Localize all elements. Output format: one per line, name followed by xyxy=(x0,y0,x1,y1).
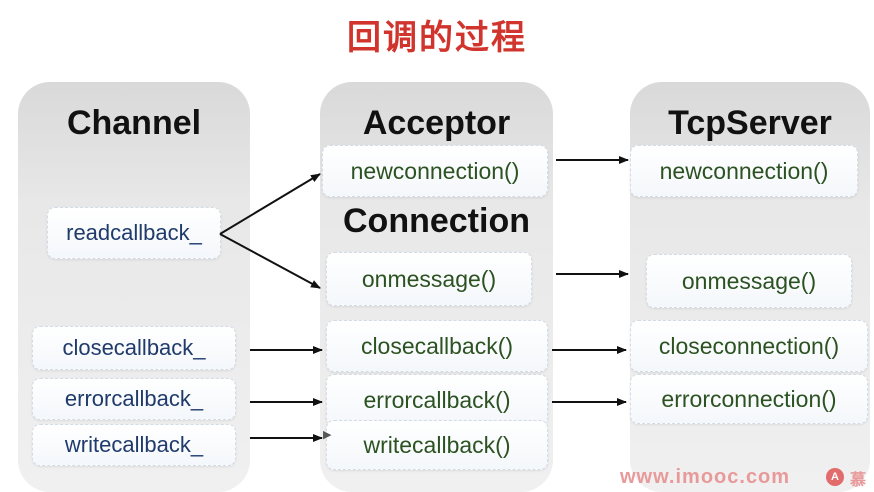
writecallback-box: writecallback_ xyxy=(32,424,236,466)
closecallback-box: closecallback_ xyxy=(32,326,236,370)
arrow-read-to-newconnection xyxy=(219,173,321,235)
tcpserver-closeconnection-box: closeconnection() xyxy=(630,320,868,372)
connection-heading: Connection xyxy=(343,202,530,240)
mouse-pointer-icon: ▶ xyxy=(323,429,332,441)
tcpserver-onmessage-box: onmessage() xyxy=(646,254,852,308)
tcpserver-heading: TcpServer xyxy=(668,104,832,142)
connection-writecallback-box: writecallback() xyxy=(326,420,548,470)
arrow-read-to-onmessage xyxy=(219,233,321,289)
channel-heading: Channel xyxy=(66,104,202,142)
tcpserver-errorconnection-box: errorconnection() xyxy=(630,374,868,424)
connection-onmessage-box: onmessage() xyxy=(326,252,532,306)
watermark-text: www.imooc.com xyxy=(620,466,791,488)
diagram-title: 回调的过程 xyxy=(347,18,527,58)
connection-closecallback-box: closecallback() xyxy=(326,320,548,372)
imooc-logo-icon: A xyxy=(826,468,844,486)
acceptor-heading: Acceptor xyxy=(362,104,511,142)
arrows-layer xyxy=(219,156,629,442)
tcpserver-newconnection-box: newconnection() xyxy=(630,145,858,197)
errorcallback-box: errorcallback_ xyxy=(32,378,236,420)
channel-column: Channel xyxy=(18,82,250,492)
connection-errorcallback-box: errorcallback() xyxy=(326,374,548,426)
watermark-tail: 慕 xyxy=(850,472,867,489)
acceptor-newconnection-box: newconnection() xyxy=(322,145,548,197)
